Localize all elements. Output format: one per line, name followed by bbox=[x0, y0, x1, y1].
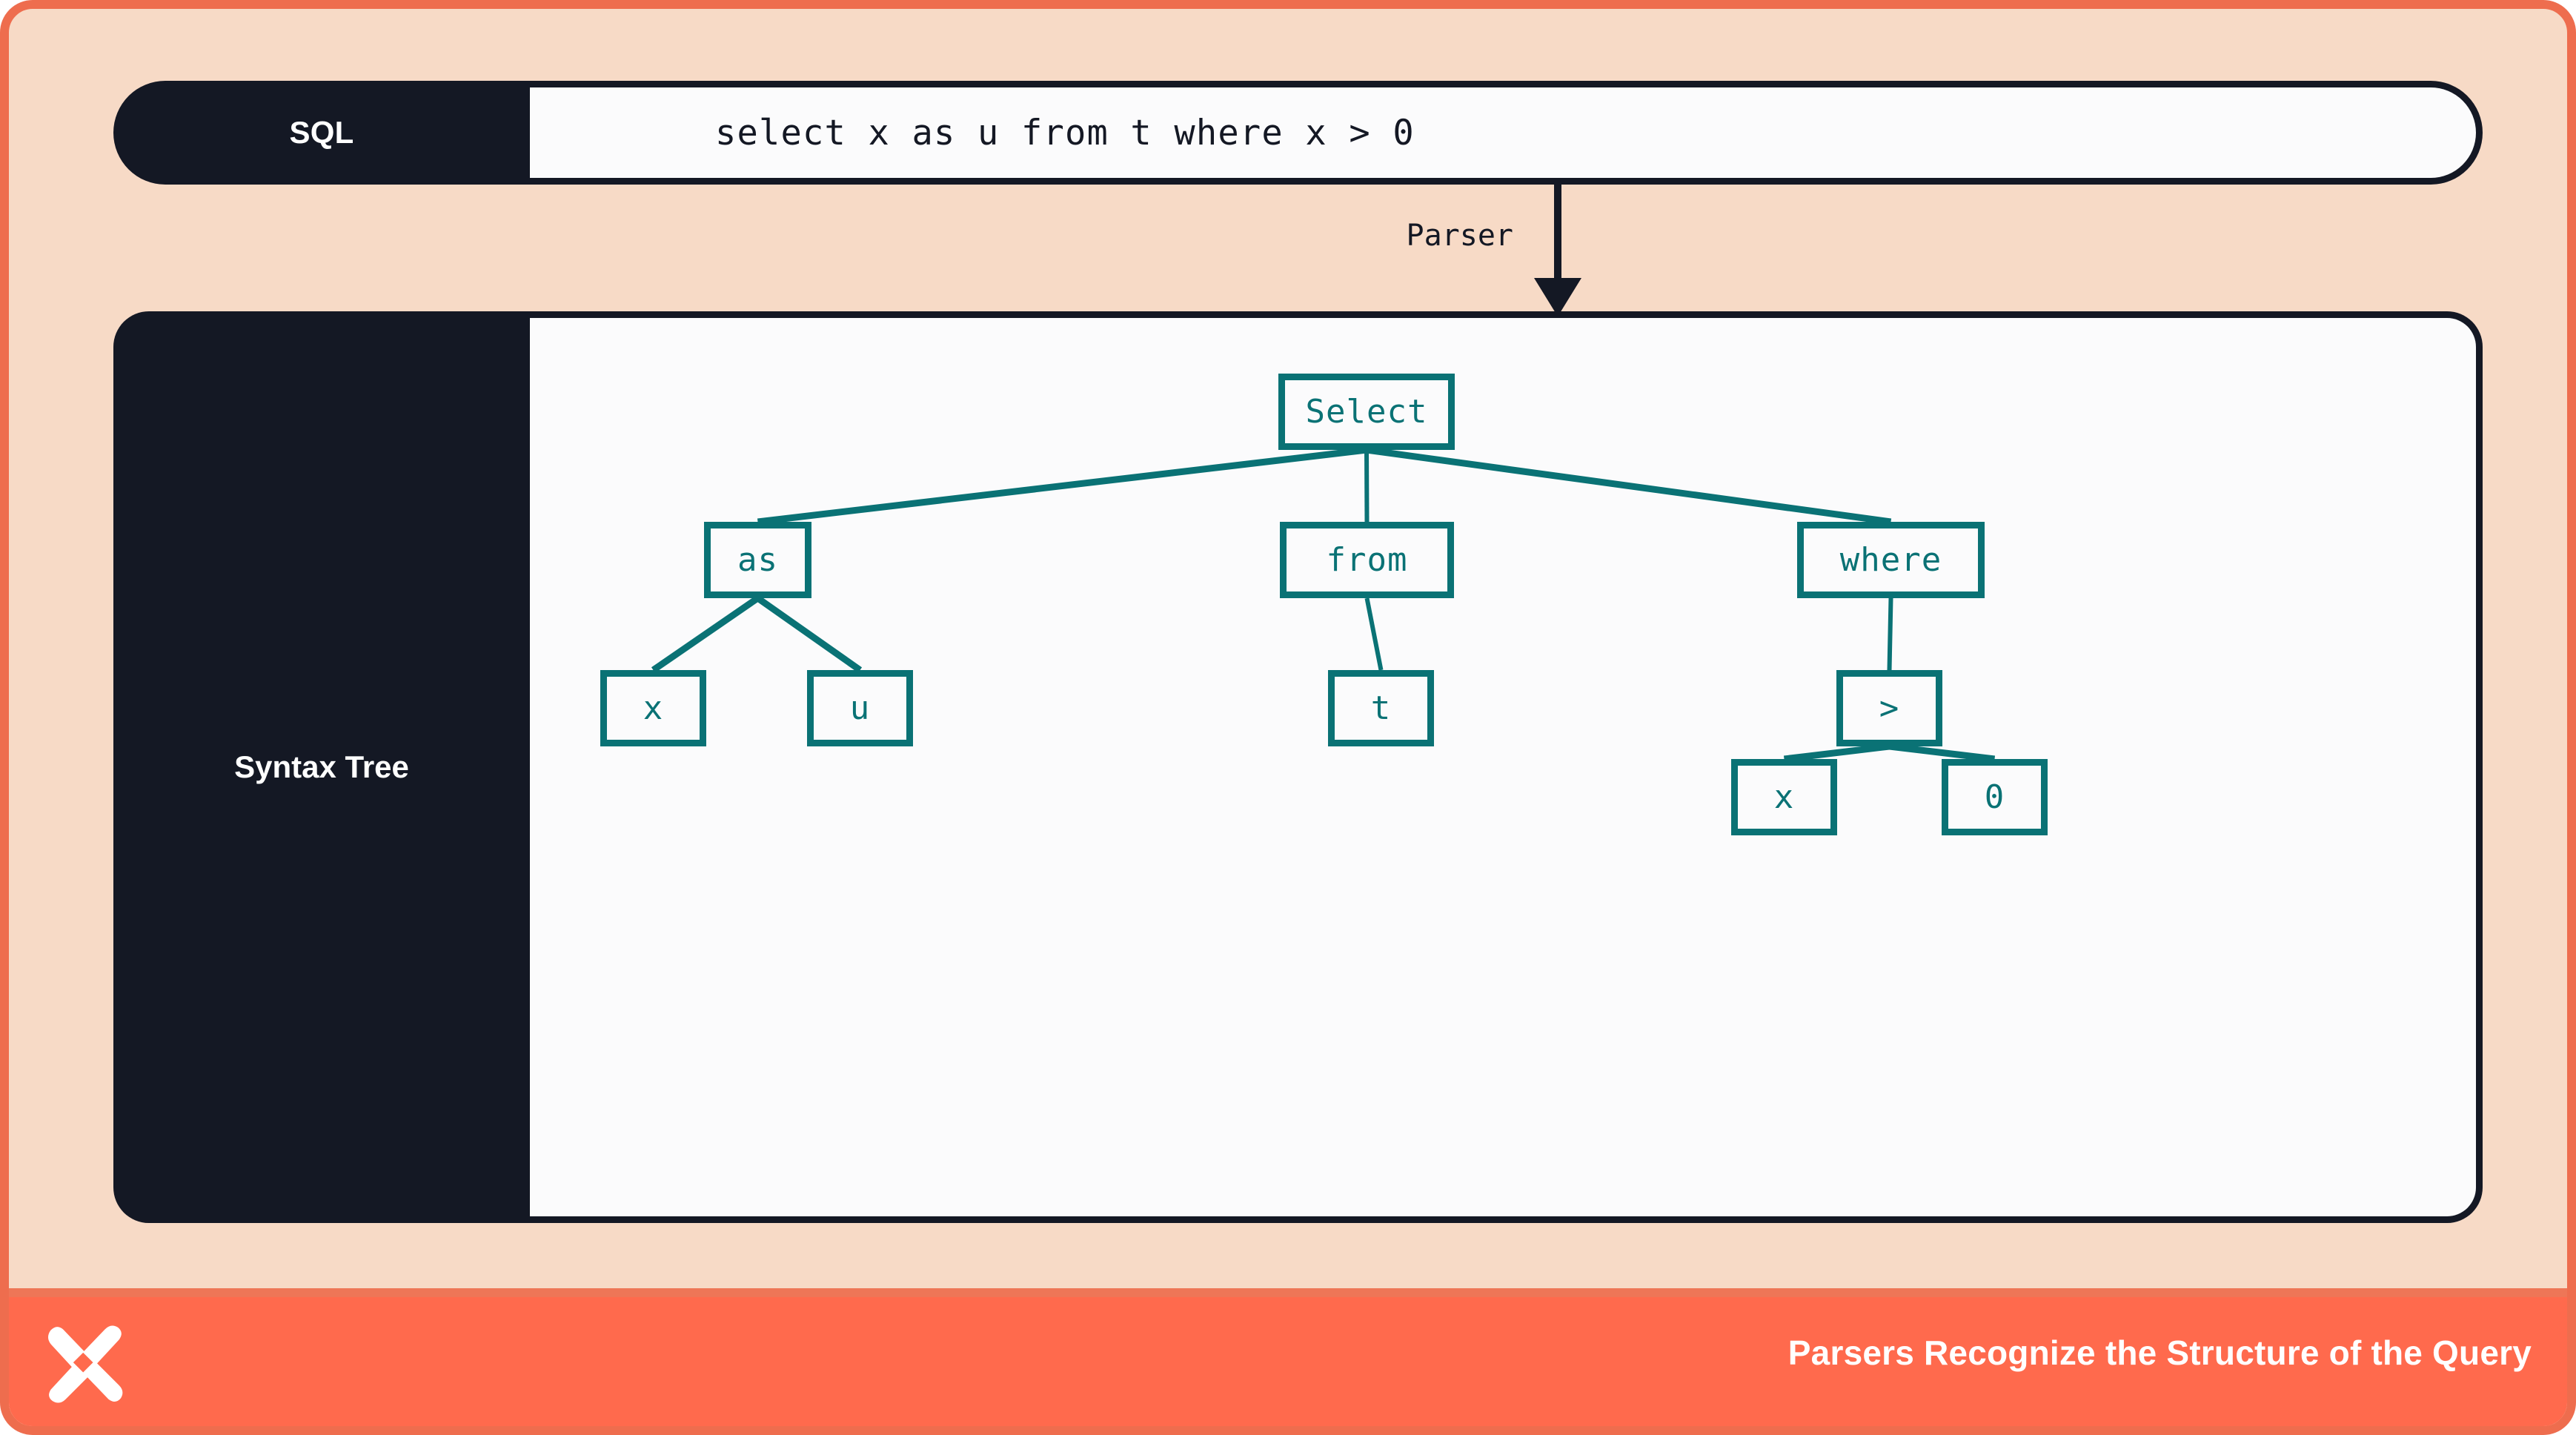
tree-edge bbox=[1887, 597, 1893, 671]
butterfly-x-logo-icon bbox=[47, 1325, 123, 1403]
tree-node-label: as bbox=[737, 541, 778, 579]
tree-node-x1[interactable]: x bbox=[600, 670, 706, 746]
sql-label-text: SQL bbox=[289, 115, 354, 150]
tree-node-label: where bbox=[1839, 541, 1942, 579]
tree-node-x2[interactable]: x bbox=[1731, 759, 1837, 835]
tree-node-label: > bbox=[1879, 689, 1900, 727]
syntax-tree-label-text: Syntax Tree bbox=[234, 749, 409, 784]
tree-node-label: t bbox=[1370, 689, 1392, 727]
syntax-tree-canvas: Select as from where x u t > x 0 bbox=[530, 311, 2483, 1223]
tree-edge bbox=[757, 446, 1367, 526]
tree-node-label: x bbox=[643, 689, 664, 727]
tree-edges bbox=[651, 446, 1996, 763]
tree-node-label: u bbox=[849, 689, 871, 727]
sql-query-text: select x as u from t where x > 0 bbox=[715, 112, 1415, 153]
down-arrow-icon bbox=[1534, 183, 1581, 317]
footer-caption: Parsers Recognize the Structure of the Q… bbox=[1787, 1333, 2532, 1372]
tree-node-t[interactable]: t bbox=[1328, 670, 1434, 746]
tree-node-from[interactable]: from bbox=[1280, 522, 1454, 598]
tree-node-u[interactable]: u bbox=[807, 670, 913, 746]
tree-node-select[interactable]: Select bbox=[1278, 374, 1455, 450]
syntax-tree-panel: Syntax Tree Select as from where x u t > x 0 bbox=[113, 311, 2483, 1223]
tree-edge bbox=[1783, 743, 1890, 763]
tree-edge bbox=[1366, 446, 1892, 526]
footer-bar: Parsers Recognize the Structure of the Q… bbox=[9, 1288, 2567, 1426]
syntax-tree-label-chip: Syntax Tree bbox=[113, 311, 530, 1223]
tree-node-gt[interactable]: > bbox=[1836, 670, 1942, 746]
tree-edge bbox=[755, 595, 863, 673]
tree-node-zero[interactable]: 0 bbox=[1942, 759, 2048, 835]
tree-edge bbox=[651, 595, 760, 673]
tree-node-label: from bbox=[1326, 541, 1408, 579]
tree-node-label: x bbox=[1773, 778, 1795, 816]
tree-edge bbox=[1364, 597, 1384, 671]
tree-node-as[interactable]: as bbox=[704, 522, 811, 598]
parser-arrow-group: Parser bbox=[1284, 183, 1624, 317]
tree-node-where[interactable]: where bbox=[1797, 522, 1985, 598]
tree-node-label: 0 bbox=[1984, 778, 2005, 816]
sql-label-chip: SQL bbox=[113, 81, 530, 185]
sql-input-row: SQL select x as u from t where x > 0 bbox=[113, 81, 2483, 185]
tree-edge bbox=[1888, 743, 1996, 763]
sql-query-field[interactable]: select x as u from t where x > 0 bbox=[530, 81, 2483, 185]
parser-label: Parser bbox=[1406, 219, 1514, 253]
tree-node-label: Select bbox=[1305, 393, 1428, 431]
